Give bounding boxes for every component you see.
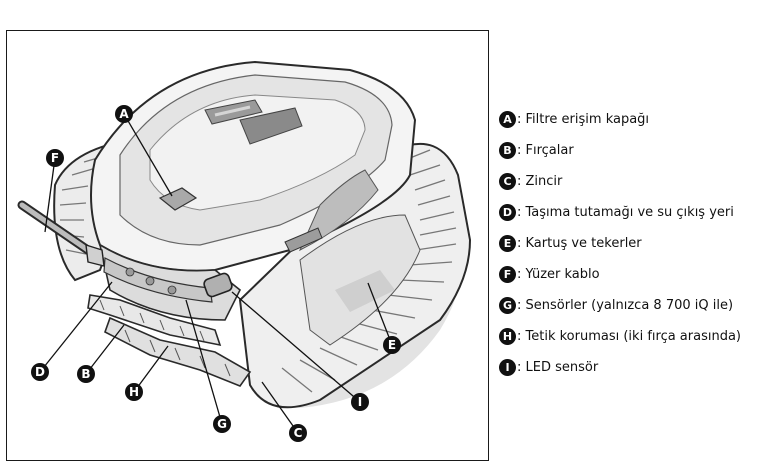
callout-h: H [125,383,143,401]
callout-g: G [213,415,231,433]
cartridge-wheel-mark [335,270,395,312]
legend-item-f: F : Yüzer kablo [499,259,777,290]
front-brush-lower [104,316,252,387]
svg-text:A: A [119,107,129,121]
svg-text:B: B [81,367,90,381]
svg-text:H: H [129,385,139,399]
floating-cable-core [19,202,98,258]
brush-bristles [99,299,231,377]
svg-text:C: C [294,426,303,440]
callout-i: I [351,393,369,411]
callout-a: A [115,105,133,123]
svg-text:I: I [358,395,362,409]
legend-badge: G [499,297,516,314]
cable-connector [85,244,105,267]
callout-d: D [31,363,49,381]
legend-badge: F [499,266,516,283]
callout-b: B [77,365,95,383]
top-vent-right [239,107,303,145]
legend-label: : Kartuş ve tekerler [517,236,642,251]
legend-badge: C [499,173,516,190]
legend-item-a: A : Filtre erişim kapağı [499,104,777,135]
callout-c: C [289,424,307,442]
svg-text:F: F [51,151,59,165]
legend-item-b: B : Fırçalar [499,135,777,166]
legend-label: : Zincir [517,174,563,189]
legend-item-i: I : LED sensör [499,352,777,383]
legend-label: : LED sensör [517,360,599,375]
parts-legend: A : Filtre erişim kapağı B : Fırçalar C … [499,104,777,383]
top-cover-inner [149,94,366,211]
legend-item-h: H : Tetik koruması (iki fırça arasında) [499,321,777,352]
legend-badge: I [499,359,516,376]
sensor-dot [145,276,155,286]
legend-badge: B [499,142,516,159]
legend-item-d: D : Taşıma tutamağı ve su çıkış yeri [499,197,777,228]
sensor-dot [125,267,135,277]
led-sensor-window [203,272,233,298]
legend-badge: E [499,235,516,252]
sensor-dot [167,285,177,295]
legend-badge: A [499,111,516,128]
legend-badge: D [499,204,516,221]
legend-item-g: G : Sensörler (yalnızca 8 700 iQ ile) [499,290,777,321]
leader-lines [39,113,393,434]
svg-text:E: E [388,338,396,352]
callout-e: E [383,336,401,354]
legend-label: : Taşıma tutamağı ve su çıkış yeri [517,205,734,220]
legend-label: : Fırçalar [517,143,574,158]
svg-text:D: D [35,365,45,379]
filter-access-latch [158,187,198,211]
sensor-strip [103,257,213,303]
svg-text:G: G [217,417,227,431]
legend-label: : Tetik koruması (iki fırça arasında) [517,329,742,344]
legend-label: : Sensörler (yalnızca 8 700 iQ ile) [517,298,734,313]
legend-label: : Yüzer kablo [517,267,600,282]
legend-label: : Filtre erişim kapağı [517,112,650,127]
top-vent-shine [214,105,251,117]
legend-item-e: E : Kartuş ve tekerler [499,228,777,259]
right-track-treads [281,149,457,393]
carry-handle [284,227,323,253]
legend-item-c: C : Zincir [499,166,777,197]
legend-badge: H [499,328,516,345]
callout-f: F [46,149,64,167]
